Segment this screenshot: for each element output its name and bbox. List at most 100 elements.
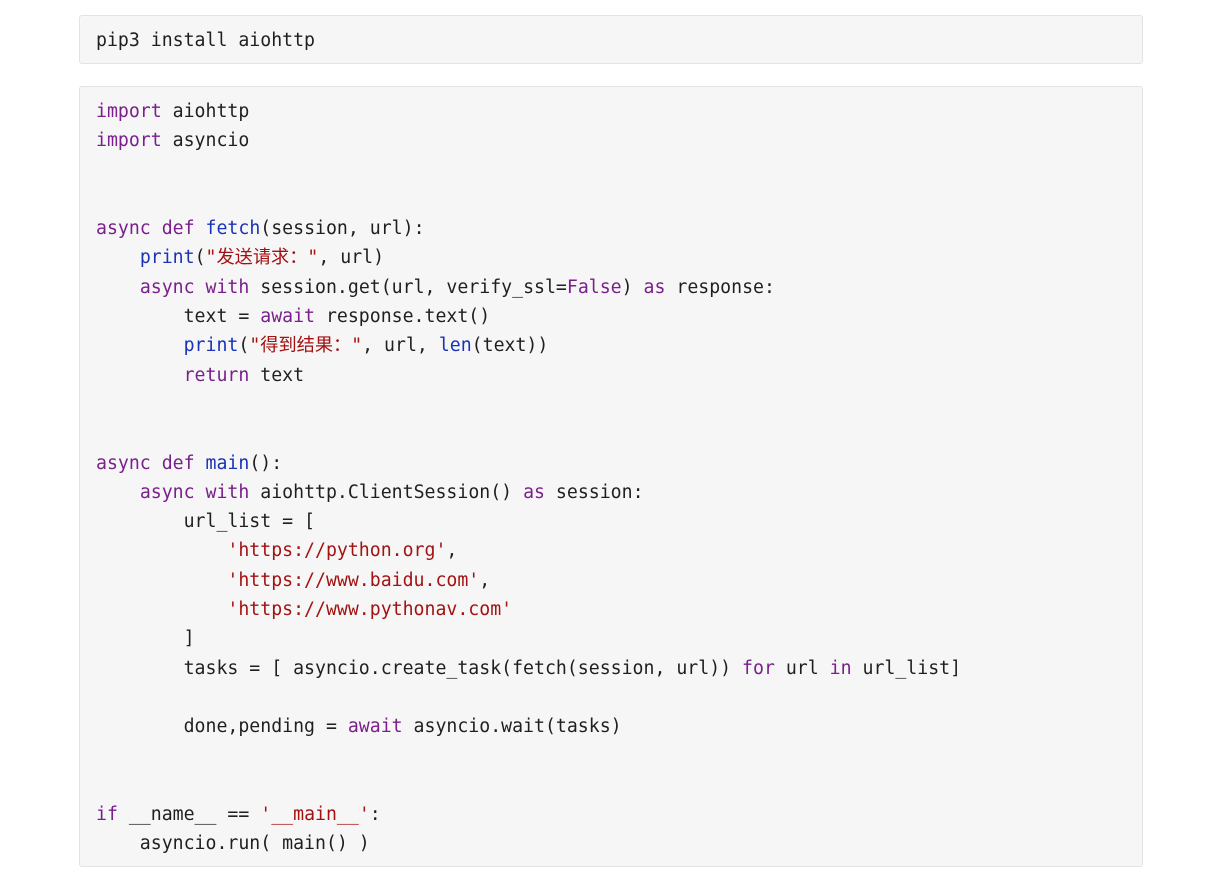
code-token: return	[183, 364, 250, 386]
code-token: response:	[665, 276, 775, 298]
code-token: "发送请求："	[205, 247, 319, 269]
code-token: async	[96, 218, 151, 240]
code-line	[96, 390, 1142, 419]
code-token: url_list]	[851, 657, 962, 679]
code-token: "得到结果："	[249, 335, 363, 357]
code-token	[195, 277, 206, 298]
code-token: await	[347, 716, 403, 738]
code-token: pip3 install aiohttp	[96, 30, 315, 51]
code-token: main	[205, 452, 250, 474]
install-code: pip3 install aiohttp	[96, 16, 1142, 55]
code-line: 'https://python.org',	[96, 536, 1142, 565]
code-line: ]	[96, 624, 1142, 653]
code-token: __name__ ==	[117, 804, 261, 826]
code-line	[96, 419, 1142, 448]
code-line: print("发送请求：", url)	[96, 243, 1142, 272]
code-token: asyncio.wait(tasks)	[402, 716, 622, 738]
code-token: fetch	[205, 218, 261, 240]
code-token: False	[566, 276, 622, 298]
code-token: 'https://www.baidu.com'	[227, 569, 480, 591]
code-token: await	[260, 306, 315, 328]
code-token	[195, 218, 206, 239]
code-line: asyncio.run( main() )	[96, 829, 1142, 858]
code-token: , url,	[362, 335, 439, 357]
code-line: import aiohttp	[96, 97, 1142, 126]
code-token: for	[742, 657, 775, 679]
code-token: print	[183, 335, 239, 357]
code-line	[96, 185, 1142, 214]
code-line: 'https://www.baidu.com',	[96, 566, 1142, 595]
code-line	[96, 771, 1142, 800]
code-token: if	[96, 804, 118, 826]
install-code-block: pip3 install aiohttp	[79, 15, 1143, 64]
code-token	[96, 335, 184, 356]
code-line: async def fetch(session, url):	[96, 214, 1142, 243]
code-token	[96, 365, 184, 386]
code-line: async with session.get(url, verify_ssl=F…	[96, 273, 1142, 302]
code-token: (	[238, 335, 250, 357]
code-line: text = await response.text()	[96, 302, 1142, 331]
code-token: import	[96, 101, 162, 122]
code-token: ]	[96, 628, 195, 650]
code-token: async	[96, 452, 151, 474]
code-line: async def main():	[96, 449, 1142, 478]
code-token: (text))	[471, 335, 549, 357]
code-token: ():	[249, 452, 283, 474]
code-token: done,pending =	[96, 716, 348, 738]
code-line	[96, 742, 1142, 771]
code-token: print	[139, 247, 195, 269]
code-token: async	[139, 276, 195, 298]
code-token: def	[161, 452, 195, 474]
code-token: (	[194, 247, 206, 269]
code-token: ,	[479, 569, 491, 591]
code-token	[96, 570, 227, 591]
code-line: import asyncio	[96, 126, 1142, 155]
code-token: def	[161, 218, 195, 240]
code-line: tasks = [ asyncio.create_task(fetch(sess…	[96, 654, 1142, 683]
code-token: with	[205, 481, 250, 503]
code-token: session:	[544, 481, 644, 503]
code-line: pip3 install aiohttp	[96, 26, 1142, 55]
code-token: with	[205, 276, 250, 298]
code-token: ,	[446, 540, 458, 562]
code-token: aiohttp	[161, 101, 250, 122]
code-token: tasks = [ asyncio.create_task(fetch(sess…	[96, 657, 743, 679]
code-token: response.text()	[315, 306, 491, 328]
code-token: url_list = [	[96, 511, 315, 533]
code-token: '__main__'	[260, 804, 370, 826]
code-token	[96, 247, 140, 268]
code-token: as	[523, 481, 545, 503]
code-token: asyncio.run( main() )	[96, 833, 370, 855]
code-line: print("得到结果：", url, len(text))	[96, 331, 1142, 360]
code-line: if __name__ == '__main__':	[96, 800, 1142, 829]
code-token	[96, 277, 140, 298]
code-token: :	[369, 804, 381, 826]
code-token	[195, 482, 206, 503]
code-token	[96, 482, 140, 503]
code-token: session.get(url, verify_ssl=	[249, 276, 567, 298]
code-token: )	[621, 276, 644, 298]
code-token	[96, 540, 227, 561]
code-token	[195, 453, 206, 474]
code-token: 'https://www.pythonav.com'	[227, 599, 513, 621]
code-line	[96, 683, 1142, 712]
code-line	[96, 156, 1142, 185]
code-line: async with aiohttp.ClientSession() as se…	[96, 478, 1142, 507]
code-line: return text	[96, 361, 1142, 390]
code-token: len	[438, 335, 472, 357]
code-token: as	[643, 276, 666, 298]
code-token: text	[249, 364, 305, 386]
code-token: in	[829, 657, 852, 679]
code-token: text =	[96, 306, 261, 328]
code-token: url	[774, 657, 830, 679]
code-token: async	[139, 481, 195, 503]
code-token: import	[96, 130, 162, 152]
code-token	[96, 599, 227, 620]
code-token: 'https://python.org'	[227, 540, 447, 562]
code-line: done,pending = await asyncio.wait(tasks)	[96, 712, 1142, 741]
code-line: url_list = [	[96, 507, 1142, 536]
code-token: , url)	[318, 247, 385, 269]
code-token: aiohttp.ClientSession()	[249, 481, 524, 503]
